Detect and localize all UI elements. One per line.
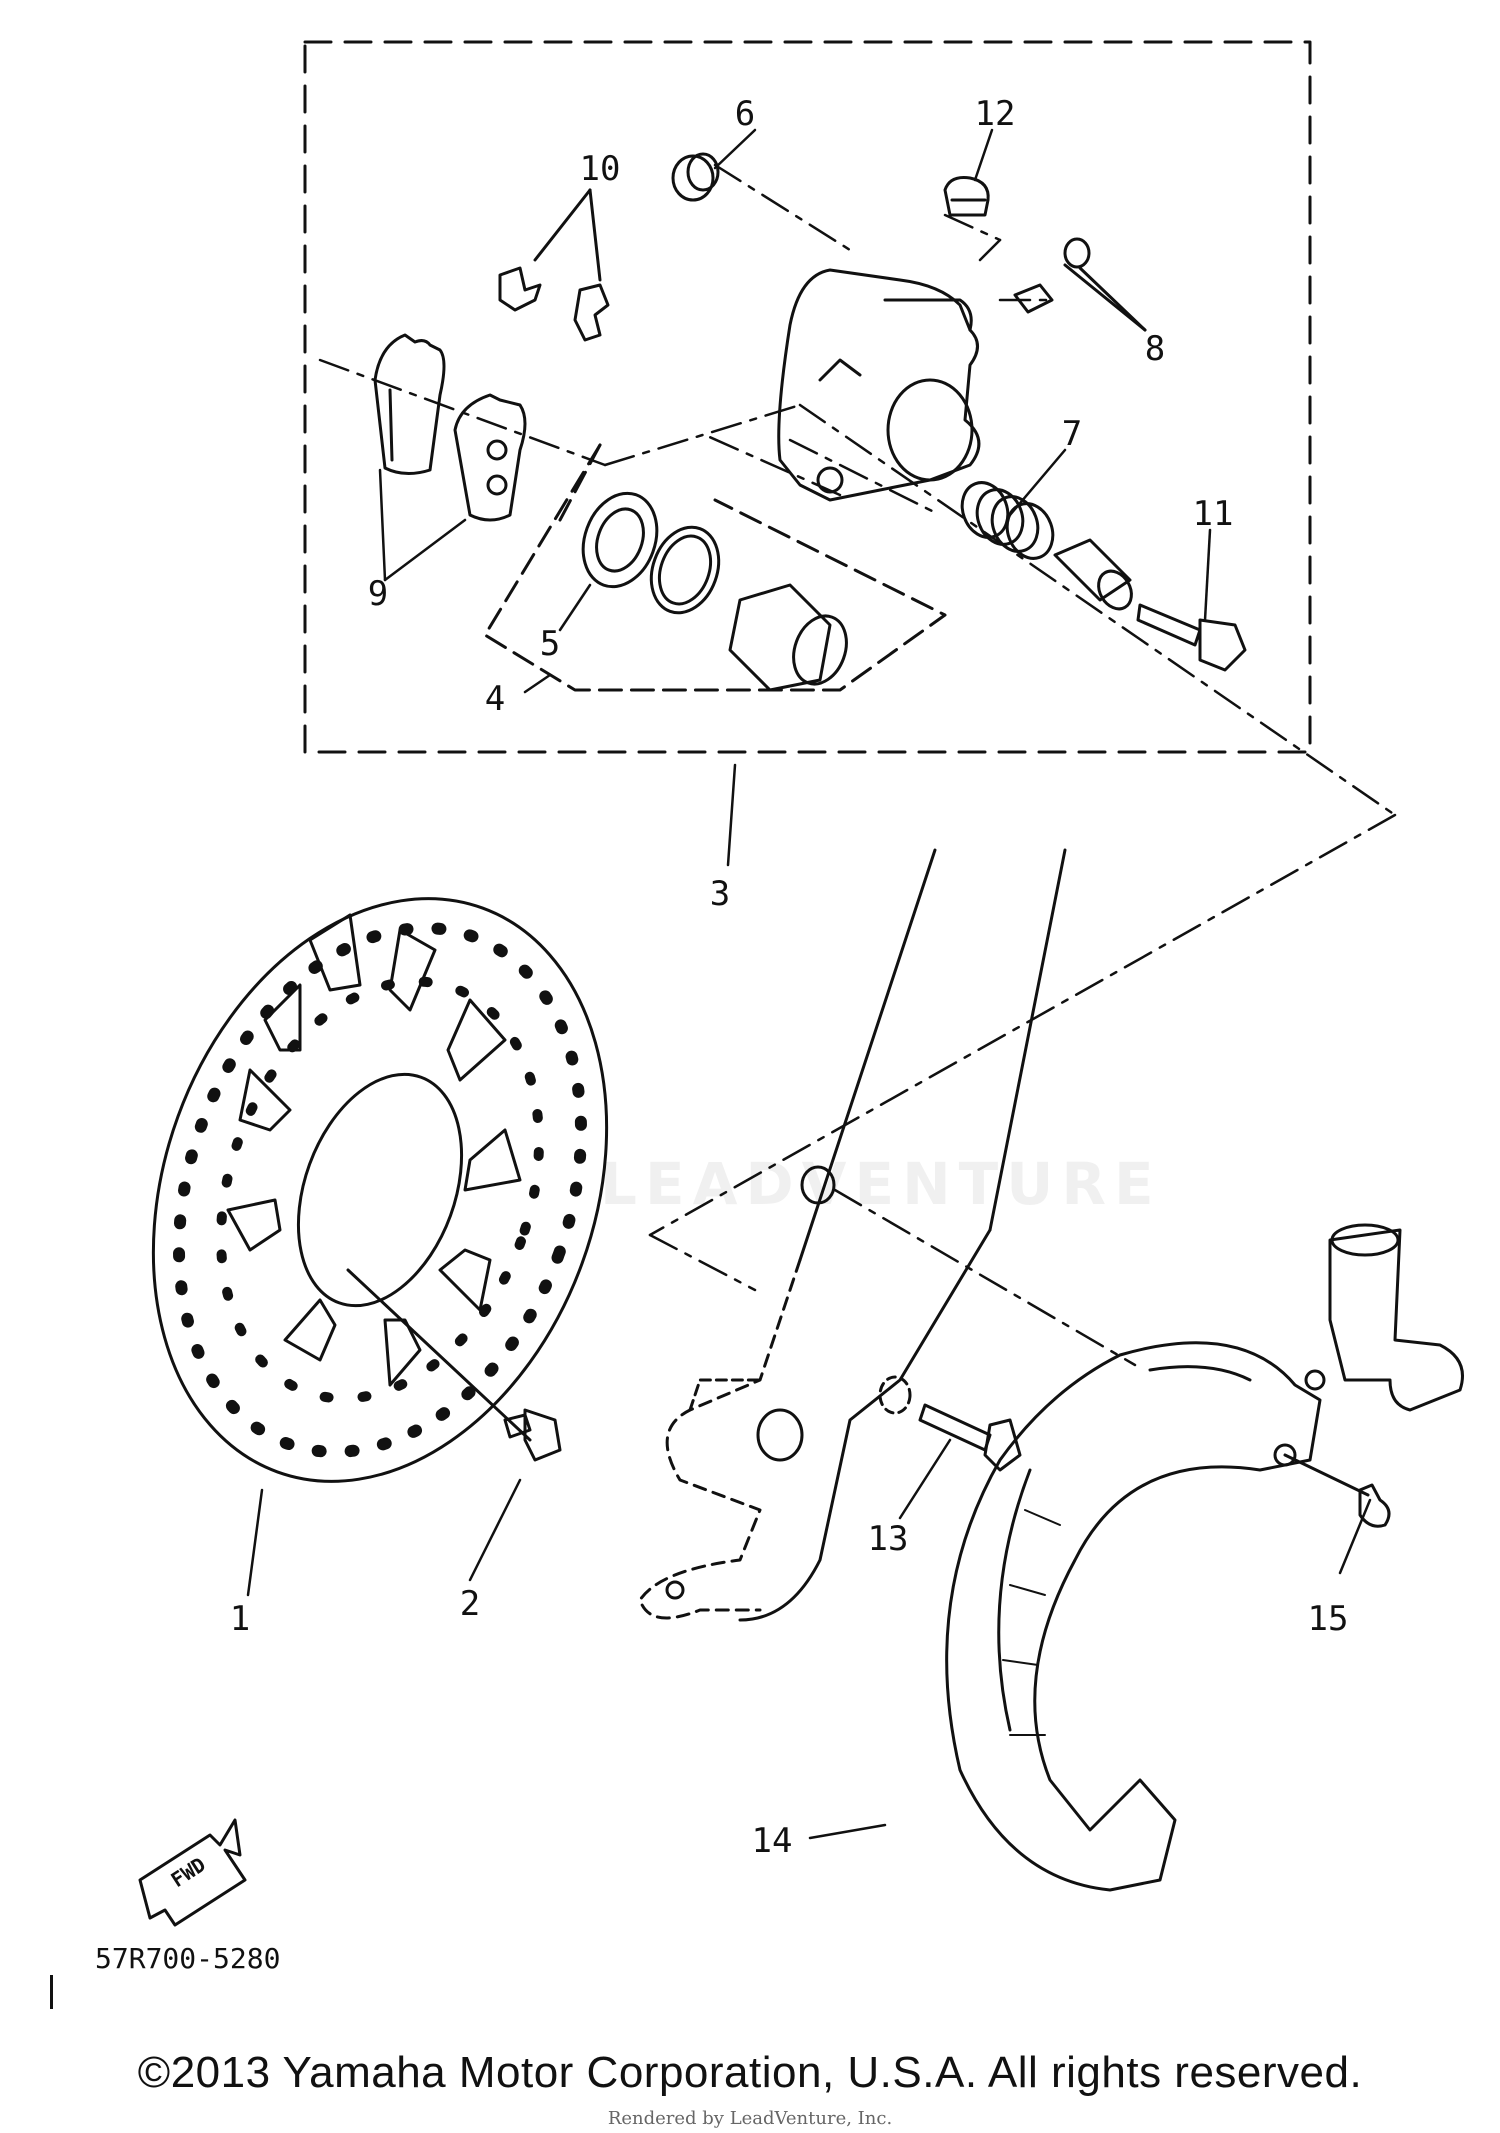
callout-8: 8 (1145, 329, 1165, 369)
callout-7: 7 (1062, 414, 1082, 454)
assembly-lines (318, 163, 1397, 1367)
front-fork (638, 848, 1067, 1622)
callout-9: 9 (368, 574, 388, 614)
disc-cover (945, 1223, 1464, 1892)
callout-4: 4 (485, 679, 505, 719)
sheet-code: 57R700-5280 (95, 1942, 280, 1975)
cap (943, 176, 990, 217)
callout-14: 14 (752, 1821, 793, 1861)
callout-2: 2 (460, 1584, 480, 1624)
fork-bolt (918, 1403, 1022, 1472)
callout-5: 5 (540, 624, 560, 664)
callout-6: 6 (735, 94, 755, 134)
spring (960, 481, 1055, 560)
pad-clips (498, 188, 610, 342)
callout-12: 12 (975, 94, 1016, 134)
watermark: LEADVENTURE (600, 1150, 1162, 1218)
brake-disc (151, 897, 609, 1483)
callout-1: 1 (230, 1599, 250, 1639)
seal-kit-boundary (483, 443, 947, 692)
callout-10: 10 (580, 149, 621, 189)
bleed-screw (1013, 237, 1147, 332)
margin-mark (50, 1975, 53, 2009)
brake-pad (373, 333, 527, 522)
disc-screw (503, 1408, 562, 1462)
caliper-body (777, 268, 981, 502)
rendered-by-notice: Rendered by LeadVenture, Inc. (607, 2108, 893, 2129)
piston (728, 583, 848, 692)
callout-13: 13 (868, 1519, 909, 1559)
callout-11: 11 (1193, 494, 1234, 534)
bolt (1136, 603, 1247, 672)
cover-screw (1283, 1453, 1391, 1528)
sleeve (1053, 538, 1133, 611)
callout-3: 3 (710, 874, 730, 914)
copyright-notice: ©2013 Yamaha Motor Corporation, U.S.A. A… (137, 2048, 1363, 2097)
callout-15: 15 (1308, 1599, 1349, 1639)
caliper-assembly-boundary (303, 40, 1312, 754)
callout-leaders (246, 128, 1372, 1840)
forward-arrow-icon (138, 1818, 247, 1927)
boot (671, 152, 720, 202)
piston-seals (581, 491, 721, 615)
